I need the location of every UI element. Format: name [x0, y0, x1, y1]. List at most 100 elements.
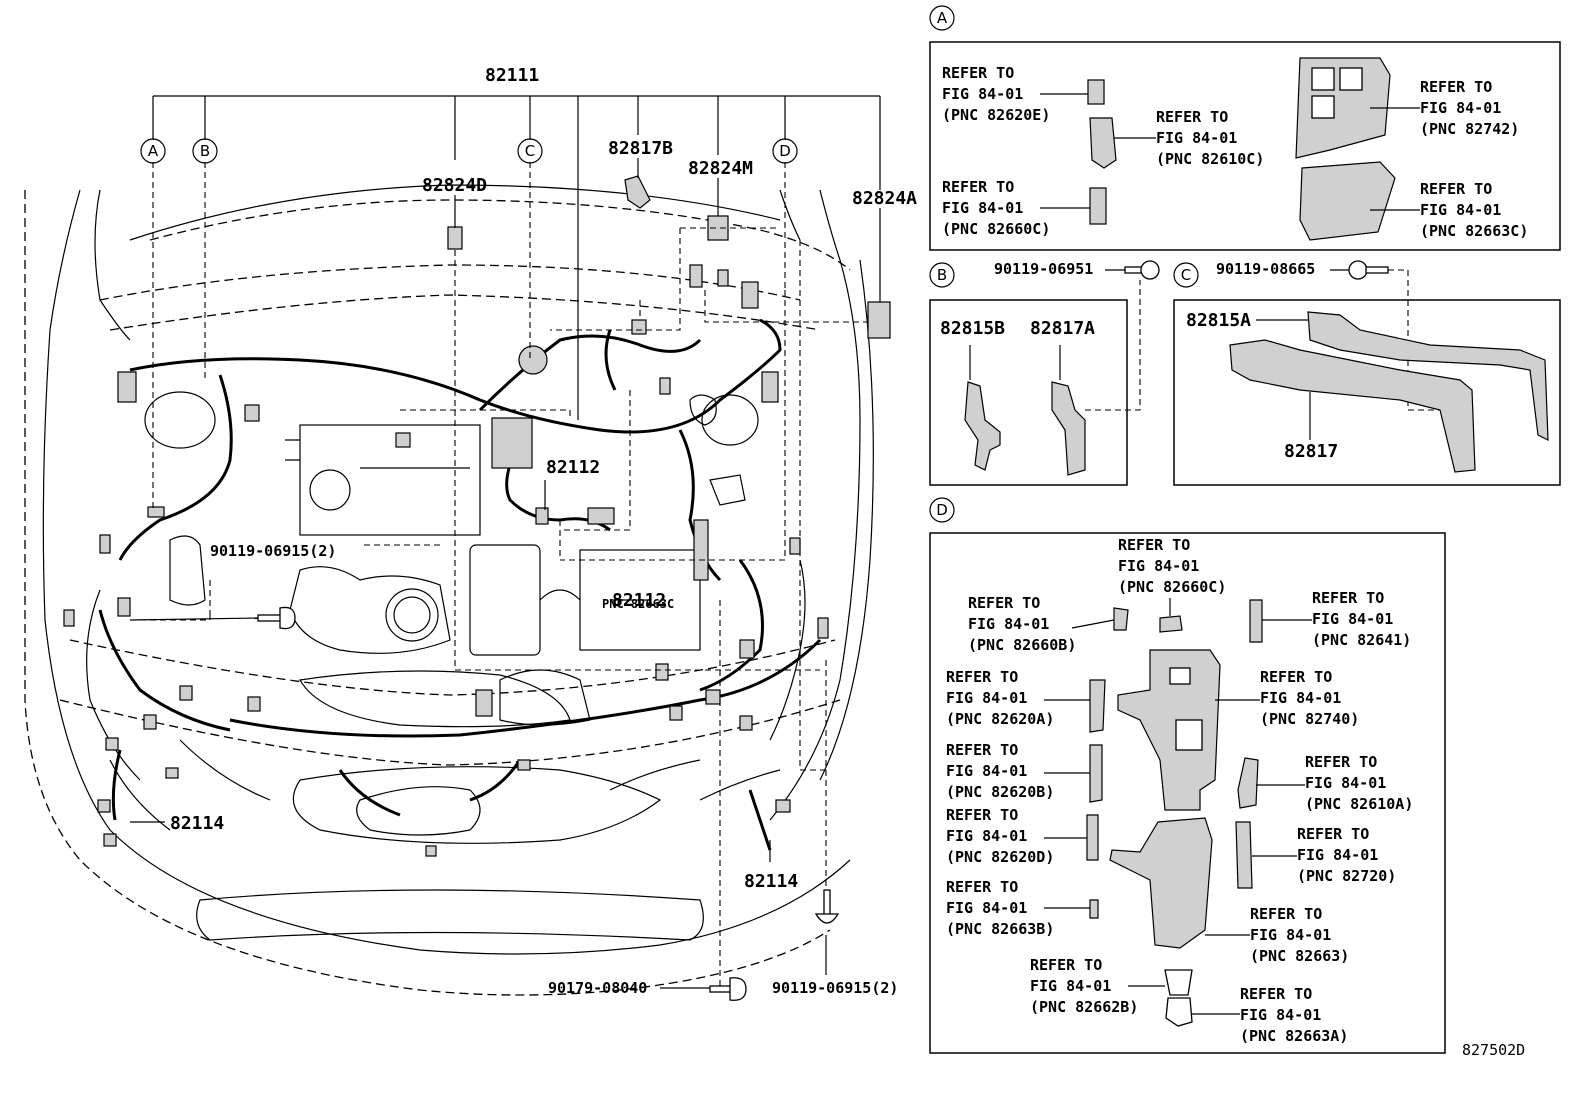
connector-82660c-d [1159, 615, 1183, 633]
svg-text:(PNC 82662B): (PNC 82662B) [1030, 998, 1138, 1016]
label-82112-second: 82112 [612, 590, 666, 611]
connector-82720 [1235, 821, 1253, 889]
svg-text:REFER TO: REFER TO [1297, 825, 1369, 843]
label-overlap-pnc: PNC 82663C [602, 597, 674, 611]
svg-text:(PNC 82663B): (PNC 82663B) [946, 920, 1054, 938]
leader-lines [129, 95, 881, 990]
svg-text:B: B [200, 142, 210, 160]
svg-text:82817: 82817 [1284, 441, 1338, 462]
connector-82641 [1249, 599, 1263, 643]
connector-82660c [1089, 187, 1107, 225]
label-82112: 82112 [546, 457, 600, 478]
svg-text:FIG 84-01: FIG 84-01 [1312, 610, 1393, 628]
connector-82620e [1087, 79, 1105, 105]
svg-text:REFER TO: REFER TO [942, 178, 1014, 196]
svg-text:B: B [937, 266, 947, 284]
label-82824m: 82824M [688, 158, 753, 179]
svg-text:FIG 84-01: FIG 84-01 [1250, 926, 1331, 944]
connector-82610a [1237, 757, 1259, 809]
bracket-82815b [964, 381, 1001, 471]
svg-text:82815A: 82815A [1186, 310, 1251, 331]
svg-text:C: C [1181, 266, 1191, 284]
svg-text:REFER TO: REFER TO [946, 878, 1018, 896]
svg-text:REFER TO: REFER TO [1156, 108, 1228, 126]
svg-text:FIG 84-01: FIG 84-01 [1030, 977, 1111, 995]
svg-text:(PNC 82663C): (PNC 82663C) [1420, 222, 1528, 240]
callout-c: C [517, 138, 543, 164]
connector-82663b [1089, 899, 1099, 919]
cover-82663c [1299, 161, 1396, 241]
svg-text:FIG 84-01: FIG 84-01 [1260, 689, 1341, 707]
connector-82620d [1086, 814, 1099, 861]
svg-text:REFER TO: REFER TO [946, 741, 1018, 759]
svg-text:REFER TO: REFER TO [1260, 668, 1332, 686]
svg-text:REFER TO: REFER TO [1118, 536, 1190, 554]
label-82824d: 82824D [422, 175, 487, 196]
svg-text:(PNC 82620B): (PNC 82620B) [946, 783, 1054, 801]
label-82114-left: 82114 [170, 813, 224, 834]
connector-82620b [1089, 744, 1103, 803]
figure-id: 827502D [1462, 1041, 1525, 1059]
svg-text:(PNC 82660C): (PNC 82660C) [942, 220, 1050, 238]
svg-text:FIG 84-01: FIG 84-01 [1297, 846, 1378, 864]
svg-text:REFER TO: REFER TO [1030, 956, 1102, 974]
svg-text:FIG 84-01: FIG 84-01 [1305, 774, 1386, 792]
protector-82817 [1229, 339, 1476, 473]
svg-text:FIG 84-01: FIG 84-01 [942, 199, 1023, 217]
label-82824a: 82824A [852, 188, 917, 209]
svg-text:D: D [936, 501, 948, 519]
clip-82663a [1165, 997, 1193, 1027]
label-82114-right: 82114 [744, 871, 798, 892]
svg-text:(PNC 82641): (PNC 82641) [1312, 631, 1411, 649]
svg-text:82815B: 82815B [940, 318, 1005, 339]
svg-text:(PNC 82660C): (PNC 82660C) [1118, 578, 1226, 596]
lower-cover-82663 [1109, 817, 1213, 949]
panel-d: D REFER TO FIG 84-01 (PNC 8266 [929, 497, 1446, 1054]
connector-82620a [1089, 679, 1106, 733]
svg-text:FIG 84-01: FIG 84-01 [942, 85, 1023, 103]
svg-text:90119-06951: 90119-06951 [994, 260, 1093, 278]
connector-82610c [1089, 117, 1117, 169]
bolt-icon [1348, 260, 1389, 280]
callout-a: A [140, 138, 166, 164]
callout-b: B [192, 138, 218, 164]
svg-text:FIG 84-01: FIG 84-01 [1420, 99, 1501, 117]
bolt-icon [709, 977, 747, 1001]
svg-text:(PNC 82663A): (PNC 82663A) [1240, 1027, 1348, 1045]
label-82817b: 82817B [608, 138, 673, 159]
svg-text:FIG 84-01: FIG 84-01 [946, 899, 1027, 917]
label-bolt-90119-06915-upper: 90119-06915(2) [210, 542, 336, 560]
panel-c: C 90119-08665 82815A 82817 [1173, 260, 1561, 486]
engine-bay-drawing [24, 175, 891, 1001]
svg-text:FIG 84-01: FIG 84-01 [968, 615, 1049, 633]
svg-text:REFER TO: REFER TO [1305, 753, 1377, 771]
bolt-icon [1124, 260, 1160, 280]
svg-text:(PNC 82620A): (PNC 82620A) [946, 710, 1054, 728]
svg-text:REFER TO: REFER TO [1420, 180, 1492, 198]
svg-text:(PNC 82610C): (PNC 82610C) [1156, 150, 1264, 168]
bolt-icon [814, 889, 840, 924]
svg-text:(PNC 82620E): (PNC 82620E) [942, 106, 1050, 124]
svg-text:(PNC 82660B): (PNC 82660B) [968, 636, 1076, 654]
svg-text:REFER TO: REFER TO [1240, 985, 1312, 1003]
svg-text:FIG 84-01: FIG 84-01 [1240, 1006, 1321, 1024]
clip-82662b [1164, 969, 1193, 996]
svg-text:D: D [779, 142, 791, 160]
svg-text:FIG 84-01: FIG 84-01 [946, 762, 1027, 780]
callout-d: D [772, 138, 798, 164]
svg-text:(PNC 82620D): (PNC 82620D) [946, 848, 1054, 866]
bracket-82817a [1051, 381, 1086, 476]
svg-text:(PNC 82740): (PNC 82740) [1260, 710, 1359, 728]
svg-text:FIG 84-01: FIG 84-01 [946, 827, 1027, 845]
label-82111: 82111 [485, 65, 539, 86]
svg-text:82817A: 82817A [1030, 318, 1095, 339]
svg-text:FIG 84-01: FIG 84-01 [946, 689, 1027, 707]
svg-text:REFER TO: REFER TO [946, 806, 1018, 824]
svg-text:FIG 84-01: FIG 84-01 [1156, 129, 1237, 147]
svg-text:REFER TO: REFER TO [942, 64, 1014, 82]
svg-text:90119-08665: 90119-08665 [1216, 260, 1315, 278]
svg-text:(PNC 82720): (PNC 82720) [1297, 867, 1396, 885]
svg-text:A: A [148, 142, 159, 160]
svg-text:REFER TO: REFER TO [968, 594, 1040, 612]
